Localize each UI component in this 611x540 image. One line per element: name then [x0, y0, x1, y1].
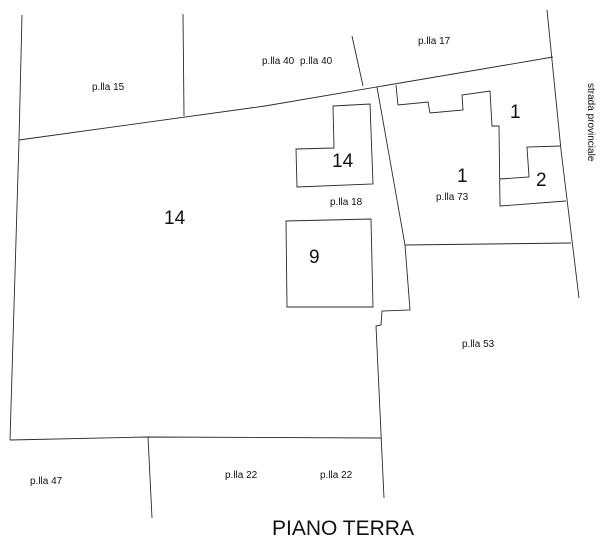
- divider-p40-p17: [351, 35, 364, 87]
- boundary-bottom: [9, 436, 382, 441]
- parcel-label-17: p.lla 17: [418, 36, 451, 47]
- parcel-label-47: p.lla 47: [30, 476, 63, 487]
- parcel-label-40-b: p.lla 40: [300, 56, 333, 67]
- unit-label-9: 9: [309, 247, 320, 268]
- divider-central-east: [375, 86, 411, 499]
- divider-p73-p53: [404, 242, 572, 246]
- block-2-outline: [499, 145, 562, 180]
- divider-p47-p22: [147, 436, 153, 519]
- divider-p15-p40: [182, 13, 185, 117]
- block-14-small: [295, 103, 374, 188]
- unit-label-14-small: 14: [332, 151, 354, 172]
- parcel-label-73: p.lla 73: [436, 192, 469, 203]
- block-1-outline: [395, 84, 567, 207]
- parcel-label-22-b: p.lla 22: [320, 470, 353, 481]
- unit-label-1-main: 1: [457, 166, 468, 187]
- unit-label-2: 2: [536, 170, 547, 191]
- plan-title: PIANO TERRA: [272, 517, 414, 540]
- parcel-label-18: p.lla 18: [330, 197, 363, 208]
- road-label: strada provinciale: [585, 83, 596, 162]
- parcel-label-40-a: p.lla 40: [262, 56, 295, 67]
- boundary-left: [9, 14, 23, 441]
- unit-label-14-large: 14: [164, 208, 186, 229]
- block-9: [285, 218, 374, 308]
- unit-label-1-top: 1: [510, 102, 521, 123]
- road-boundary: [546, 9, 580, 299]
- parcel-label-22-a: p.lla 22: [225, 470, 258, 481]
- parcel-label-15: p.lla 15: [92, 82, 125, 93]
- parcel-label-53: p.lla 53: [462, 339, 495, 350]
- boundary-upper: [18, 56, 554, 141]
